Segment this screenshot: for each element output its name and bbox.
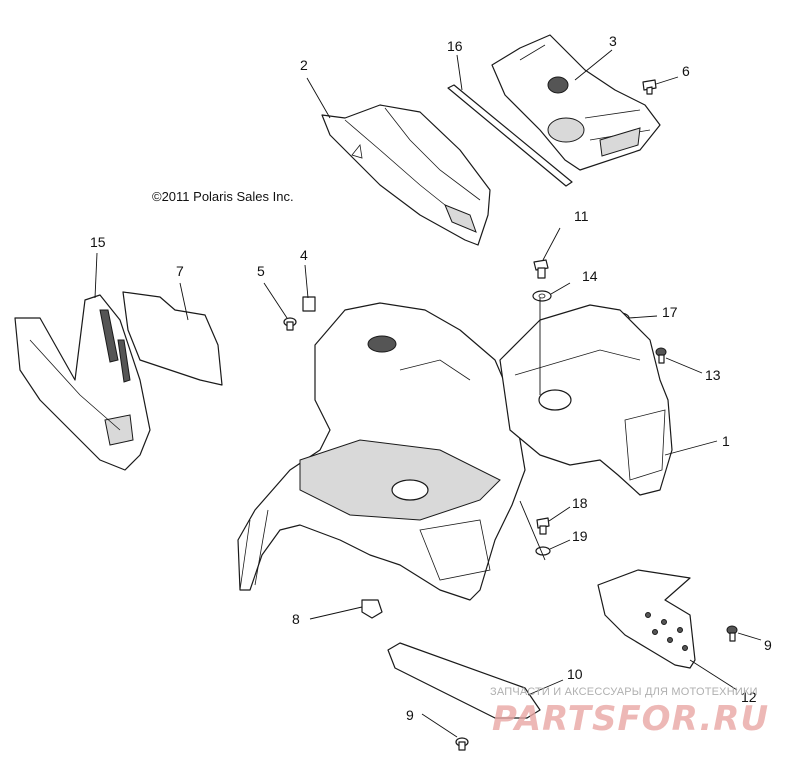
- callout-17: 17: [662, 304, 678, 320]
- callout-6: 6: [682, 63, 690, 79]
- copyright-notice: ©2011 Polaris Sales Inc.: [152, 189, 294, 204]
- callout-14: 14: [582, 268, 598, 284]
- callout-12: 12: [741, 689, 757, 705]
- callout-2: 2: [300, 57, 308, 73]
- part-13-screw: [655, 347, 667, 364]
- part-19-washer: [535, 546, 551, 556]
- part-7-decal: [122, 291, 223, 386]
- callout-19: 19: [572, 528, 588, 544]
- callout-13: 13: [705, 367, 721, 383]
- callout-5: 5: [257, 263, 265, 279]
- part-2-dash-panel: [321, 104, 491, 246]
- part-14-washer: [532, 290, 552, 302]
- part-16-strip: [447, 84, 573, 187]
- part-9-screw-right: [726, 625, 738, 642]
- part-12-bracket: [597, 569, 696, 669]
- part-15-side-panel: [14, 294, 151, 471]
- part-8-clip: [361, 599, 383, 619]
- callout-16: 16: [447, 38, 463, 54]
- part-5-push-rivet: [283, 317, 297, 331]
- part-3-headlight-pod: [491, 34, 661, 171]
- watermark-logo: PARTSFOR.RU: [492, 699, 770, 739]
- callout-15: 15: [90, 234, 106, 250]
- callout-18: 18: [572, 495, 588, 511]
- callout-9-bottom: 9: [406, 707, 414, 723]
- callout-labels: 1 2 3 4 5 6 7 8 9 9 10 11 12 13 14 15 16…: [90, 33, 772, 723]
- part-1-front-cab: [237, 302, 673, 601]
- callout-1: 1: [722, 433, 730, 449]
- callout-11: 11: [574, 208, 589, 224]
- part-4-clip: [302, 296, 316, 312]
- callout-4: 4: [300, 247, 308, 263]
- leader-lines: [94, 49, 762, 738]
- part-18-screw: [536, 517, 550, 535]
- watermark-tagline: ЗАПЧАСТИ И АКСЕССУАРЫ ДЛЯ МОТОТЕХНИКИ: [490, 686, 758, 698]
- part-9-screw-bottom: [455, 737, 469, 751]
- part-10-panel: [387, 642, 541, 719]
- part-6-screw: [642, 79, 657, 95]
- callout-10: 10: [567, 666, 583, 682]
- part-11-screw: [533, 259, 549, 279]
- callout-3: 3: [609, 33, 617, 49]
- callout-7: 7: [176, 263, 184, 279]
- callout-8: 8: [292, 611, 300, 627]
- callout-9-right: 9: [764, 637, 772, 653]
